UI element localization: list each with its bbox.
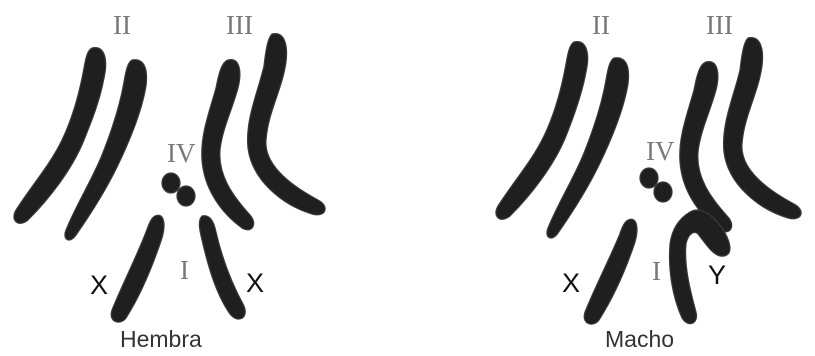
- female-karyotype: [14, 34, 325, 323]
- female-label-X-left: X: [90, 272, 108, 299]
- chromosome-X-left: [111, 215, 164, 322]
- female-caption: Hembra: [120, 328, 202, 351]
- chromosome-IV-upper: [162, 173, 180, 193]
- male-label-I: I: [652, 258, 661, 285]
- chromosome-X: [584, 219, 637, 324]
- chromosome-III-right: [248, 34, 326, 215]
- chromosome-IV-upper: [640, 168, 658, 188]
- male-karyotype: [496, 38, 801, 325]
- male-label-II: II: [592, 12, 610, 39]
- female-label-I: I: [180, 257, 189, 284]
- chromosome-X-right: [199, 216, 245, 319]
- female-label-IV: IV: [167, 140, 196, 167]
- female-label-X-right: X: [246, 270, 264, 297]
- female-label-III: III: [226, 12, 253, 39]
- male-label-Y: Y: [708, 262, 726, 289]
- chromosome-IV-lower: [177, 186, 195, 206]
- male-label-III: III: [706, 12, 733, 39]
- chromosome-III-left: [202, 60, 254, 230]
- male-label-X: X: [562, 270, 580, 297]
- female-label-II: II: [113, 12, 131, 39]
- male-caption: Macho: [605, 328, 674, 351]
- male-label-IV: IV: [646, 138, 675, 165]
- chromosome-III-right: [724, 38, 802, 219]
- chromosome-IV-lower: [654, 182, 672, 202]
